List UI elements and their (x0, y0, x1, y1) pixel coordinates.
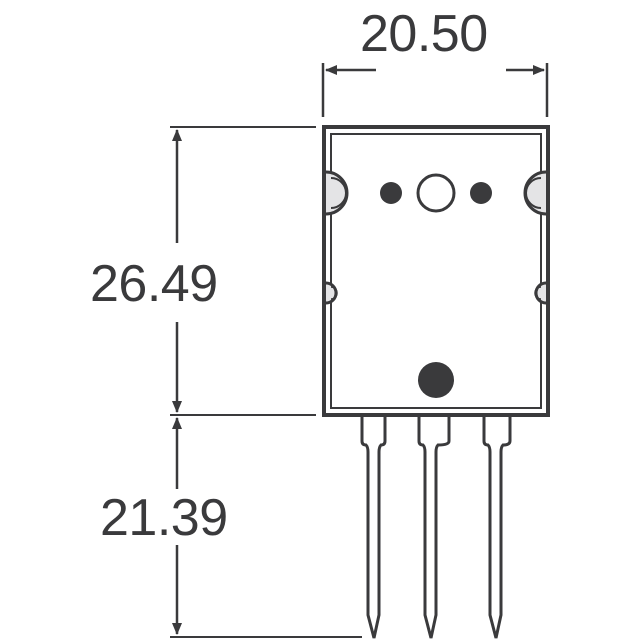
mounting-hole (416, 173, 456, 213)
package-body (322, 125, 550, 417)
dot-right (470, 182, 492, 204)
lead-2 (417, 417, 451, 639)
lead-length-dimension (170, 417, 362, 638)
width-dimension-label: 20.50 (360, 5, 488, 63)
body-height-dimension (170, 126, 316, 416)
pin1-marker (418, 362, 454, 398)
mounting-tab-right-upper (523, 170, 547, 216)
lead-length-dimension-label: 21.39 (100, 489, 228, 547)
width-dimension (321, 63, 549, 117)
mounting-tab-left-upper (325, 170, 349, 216)
notch-right (534, 281, 547, 305)
notch-left (325, 281, 338, 305)
body-height-dimension-label: 26.49 (90, 255, 218, 313)
lead-3 (482, 417, 512, 639)
dot-left (380, 182, 402, 204)
lead-1 (360, 417, 387, 639)
